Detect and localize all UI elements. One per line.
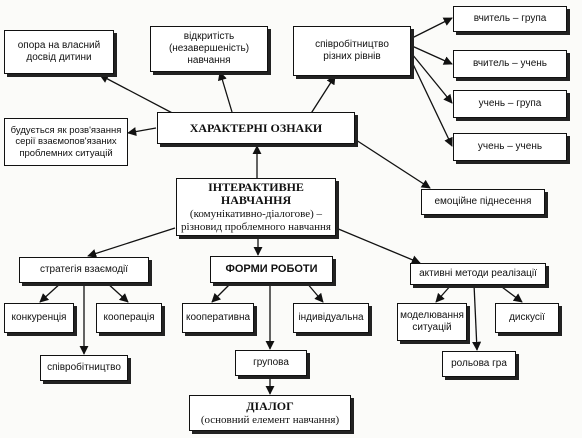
discussions-text: дискусії — [509, 312, 545, 323]
individual-text: індивідуальна — [298, 312, 364, 323]
arrow-levels-to-student-student — [411, 61, 453, 147]
collaboration-box: співробітництво — [40, 355, 128, 381]
cooperation-box: кооперація — [96, 303, 162, 333]
competition-text: конкуренція — [11, 312, 67, 323]
cooperative-text: кооперативна — [185, 312, 251, 323]
characteristic-features-box: ХАРАКТЕРНІ ОЗНАКИ — [157, 112, 355, 144]
role-play-box: рольова гра — [442, 351, 516, 377]
arrow-features-to-experience — [99, 74, 179, 117]
arrow-levels-to-teacher-group — [411, 17, 453, 39]
interactive-learning-title: ІНТЕРАКТИВНЕ НАВЧАННЯ — [208, 179, 304, 208]
student-student-text: учень – учень — [477, 141, 543, 152]
active-methods-box: активні методи реалізації — [410, 263, 546, 285]
student-group-text: учень – група — [478, 98, 542, 109]
group-box: групова — [235, 350, 307, 376]
own-experience-box: опора на власний досвід дитини — [4, 30, 114, 74]
own-experience-text: опора на власний досвід дитини — [17, 40, 101, 63]
arrow-levels-to-teacher-student — [411, 45, 453, 65]
role-play-text: рольова гра — [451, 358, 507, 369]
cooperative-box: кооперативна — [182, 303, 254, 333]
teacher-student-text: вчитель – учень — [472, 58, 548, 69]
arrow-strategy-to-cooperation — [105, 281, 129, 303]
teacher-group-box: вчитель – група — [453, 6, 567, 32]
emotional-uplift-box: емоційне піднесення — [421, 189, 545, 215]
interactive-learning-subtitle: (комунікативно-діалогове) – — [189, 208, 323, 221]
problem-situations-box: будується як розв'язання серії взаємопов… — [4, 118, 128, 166]
interactive-learning-description: різновид проблемного навчання — [181, 220, 331, 233]
arrow-levels-to-student-group — [411, 53, 453, 104]
interaction-strategy-box: стратегія взаємодії — [19, 257, 149, 283]
teacher-group-text: вчитель – група — [473, 13, 547, 24]
work-forms-box: ФОРМИ РОБОТИ — [210, 256, 333, 283]
dialogue-subtitle: (основний елемент навчання) — [200, 413, 340, 426]
dialogue-box: ДІАЛОГ (основний елемент навчання) — [189, 395, 351, 431]
arrow-strategy-to-competition — [39, 281, 63, 303]
arrow-features-to-problem-situations — [127, 127, 157, 137]
collaboration-text: співробітництво — [47, 362, 121, 373]
cooperation-levels-text: співробітництво різних рівнів — [315, 39, 389, 62]
arrow-features-to-emotional-uplift — [355, 139, 431, 189]
work-forms-title: ФОРМИ РОБОТИ — [225, 262, 318, 275]
competition-box: конкуренція — [4, 303, 74, 333]
discussions-box: дискусії — [495, 303, 559, 333]
interactive-learning-box: ІНТЕРАКТИВНЕ НАВЧАННЯ (комунікативно-діа… — [176, 178, 336, 236]
arrow-features-to-cooperation-levels — [309, 75, 336, 116]
arrow-forms-to-cooperative — [211, 281, 233, 303]
openness-text: відкритість (незавершеність) навчання — [168, 31, 250, 66]
openness-box: відкритість (незавершеність) навчання — [150, 26, 268, 72]
teacher-student-box: вчитель – учень — [453, 50, 567, 78]
arrow-methods-to-role-play — [472, 283, 482, 351]
student-student-box: учень – учень — [453, 133, 567, 161]
arrow-methods-to-modeling — [435, 283, 453, 303]
modeling-situations-box: моделювання ситуацій — [397, 303, 467, 341]
arrow-methods-to-discussions — [497, 283, 523, 303]
emotional-uplift-text: емоційне піднесення — [434, 196, 532, 207]
arrow-forms-to-individual — [305, 281, 324, 303]
arrow-interactive-to-strategy — [87, 227, 176, 258]
interaction-strategy-text: стратегія взаємодії — [39, 264, 129, 275]
group-text: групова — [253, 357, 289, 368]
cooperation-levels-box: співробітництво різних рівнів — [293, 26, 411, 76]
dialogue-title: ДІАЛОГ — [246, 399, 294, 414]
individual-box: індивідуальна — [293, 303, 369, 333]
student-group-box: учень – група — [453, 90, 567, 118]
characteristic-features-title: ХАРАКТЕРНІ ОЗНАКИ — [189, 120, 323, 135]
active-methods-text: активні методи реалізації — [419, 268, 537, 279]
cooperation-text: кооперація — [103, 312, 155, 323]
problem-situations-text: будується як розв'язання серії взаємопов… — [10, 124, 122, 159]
arrow-interactive-to-active-methods — [335, 227, 421, 265]
arrow-features-to-openness — [217, 71, 233, 113]
modeling-situations-text: моделювання ситуацій — [400, 310, 464, 333]
